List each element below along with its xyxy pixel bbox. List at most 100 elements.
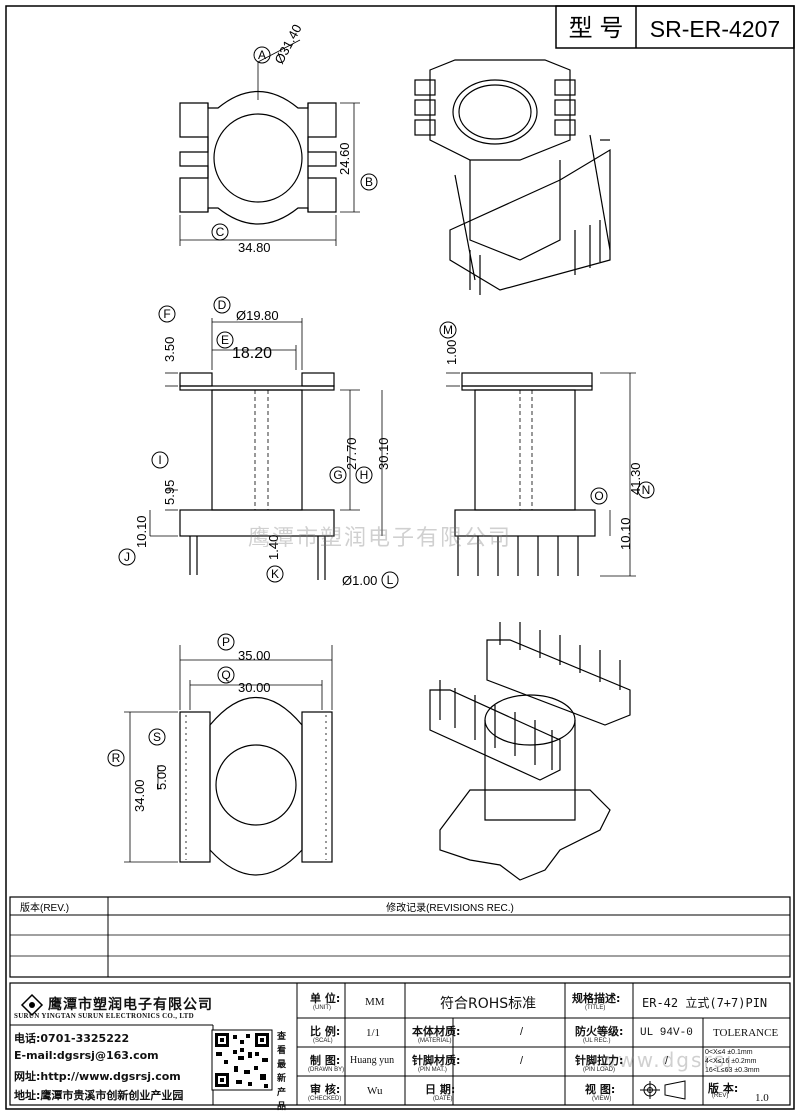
- dim-J-value: 10.10: [134, 515, 149, 548]
- top-view: [179, 39, 360, 246]
- rev-value: 1.0: [755, 1092, 769, 1104]
- svg-text:Q: Q: [221, 668, 230, 682]
- header-box: 型 号 SR-ER-4207: [555, 5, 795, 49]
- callout-B: B: [360, 173, 378, 191]
- dim-C-value: 34.80: [238, 240, 271, 255]
- iso-view-bottom: [429, 622, 631, 881]
- pinmat-value: /: [520, 1055, 524, 1067]
- callout-Q: Q: [217, 666, 235, 684]
- svg-text:S: S: [153, 730, 161, 744]
- dim-H-value: 30.10: [376, 437, 391, 470]
- qr-caption: 查看最新产品: [277, 1032, 287, 1112]
- svg-text:O: O: [594, 489, 603, 503]
- scale-value: 1/1: [366, 1027, 381, 1039]
- callout-H: H: [355, 466, 373, 484]
- svg-text:C: C: [216, 225, 225, 239]
- callout-letters: A B C D E F G H I J K L M N O P Q R S: [107, 46, 655, 767]
- tolerance-range-2: 4<X≤16 ±0.2mm: [705, 1058, 757, 1065]
- svg-text:I: I: [158, 453, 161, 467]
- dim-F-value: 3.50: [162, 337, 177, 362]
- dim-L-value: Ø1.00: [342, 573, 377, 588]
- dim-M-value: 1.00: [444, 340, 459, 365]
- callout-R: R: [107, 749, 125, 767]
- callout-O: O: [590, 487, 608, 505]
- model-label: 型 号: [569, 15, 624, 42]
- callout-C: C: [211, 223, 229, 241]
- svg-text:E: E: [221, 333, 229, 347]
- dimension-labels: Ø31.40 24.60 34.80 Ø19.80 18.20 3.50 27.…: [132, 22, 643, 812]
- watermark-text: 鹰潭市塑润电子有限公司: [248, 526, 513, 551]
- tolerance-label: TOLERANCE: [713, 1027, 779, 1039]
- callout-F: F: [158, 305, 176, 323]
- callout-P: P: [217, 633, 235, 651]
- revisions-rev-header: 版本(REV.): [20, 901, 69, 914]
- svg-text:P: P: [222, 635, 230, 649]
- dim-P-value: 35.00: [238, 648, 271, 663]
- material-value: /: [520, 1026, 524, 1038]
- projection-symbol-icon: [640, 1080, 686, 1100]
- pinload-value: /: [665, 1055, 669, 1067]
- callout-E: E: [216, 331, 234, 349]
- callout-K: K: [266, 565, 284, 583]
- svg-text:J: J: [124, 550, 130, 564]
- dim-Q-value: 30.00: [238, 680, 271, 695]
- dim-K-value: 1.40: [266, 535, 281, 560]
- scale-sub: (SCAL): [313, 1038, 333, 1044]
- pinload-sub: (PIN LOAD): [583, 1067, 616, 1073]
- callout-N: N: [637, 481, 655, 499]
- svg-text:H: H: [360, 468, 369, 482]
- callout-A: A: [253, 46, 271, 64]
- dim-A-value: Ø31.40: [271, 22, 304, 67]
- dim-S-value: 5.00: [154, 765, 169, 790]
- dim-E-value: 18.20: [232, 345, 272, 362]
- svg-text:D: D: [218, 298, 227, 312]
- material-sub: (MATERIAL): [418, 1038, 452, 1044]
- fire-value: UL 94V-0: [640, 1027, 693, 1039]
- revisions-table: [9, 896, 791, 978]
- bottom-view: [124, 645, 333, 876]
- view-sub: (VIEW): [592, 1096, 612, 1102]
- fire-sub: (UL REC.): [583, 1038, 611, 1044]
- unit-sub: (UNIT): [313, 1005, 331, 1011]
- checked-label: 审 核:: [310, 1083, 341, 1096]
- callout-D: D: [213, 296, 231, 314]
- company-phone: 电话:0701-3325222: [14, 1032, 130, 1045]
- checked-sub: (CHECKED): [308, 1096, 342, 1102]
- callout-I: I: [151, 451, 169, 469]
- titleblock-grid: [9, 982, 791, 1106]
- drawn-label: 制 图:: [310, 1054, 341, 1067]
- dim-N-value: 41.30: [628, 462, 643, 495]
- pinmat-label: 针脚材质:: [412, 1054, 461, 1067]
- company-address: 地址:鹰潭市贵溪市创新创业产业园: [14, 1089, 184, 1102]
- svg-text:N: N: [642, 483, 651, 497]
- company-email: E-mail:dgsrsj@163.com: [14, 1049, 159, 1062]
- svg-text:A: A: [258, 48, 266, 62]
- dim-D-value: Ø19.80: [236, 308, 279, 323]
- title-sub: (TITLE): [585, 1005, 606, 1011]
- callout-S: S: [148, 728, 166, 746]
- callout-J: J: [118, 548, 136, 566]
- title-value: ER-42 立式(7+7)PIN: [642, 996, 768, 1010]
- svg-text:F: F: [163, 307, 170, 321]
- material-label: 本体材质:: [412, 1025, 461, 1038]
- unit-value: MM: [365, 996, 385, 1008]
- company-web: 网址:http://www.dgsrsj.com: [14, 1070, 181, 1083]
- rev-label: 版 本:: [708, 1082, 739, 1095]
- pinload-label: 针脚拉力:: [575, 1054, 624, 1067]
- dim-R-value: 34.00: [132, 779, 147, 812]
- drawn-sub: (DRAWN BY): [308, 1067, 345, 1073]
- unit-label: 单 位:: [310, 992, 341, 1005]
- company-name-en: SURUN YINGTAN SURUN ELECTRONICS CO., LTD: [14, 1012, 194, 1020]
- dim-I-value: 5.95: [162, 480, 177, 505]
- date-label: 日 期:: [425, 1083, 456, 1096]
- model-value: SR-ER-4207: [650, 16, 780, 42]
- qr-code-icon: [211, 1029, 273, 1091]
- svg-text:G: G: [333, 468, 342, 482]
- callout-G: G: [329, 466, 347, 484]
- fire-label: 防火等级:: [575, 1025, 624, 1038]
- front-view: [149, 318, 383, 580]
- dim-O-value: 10.10: [618, 517, 633, 550]
- company-name-cn: 鹰潭市塑润电子有限公司: [48, 997, 213, 1013]
